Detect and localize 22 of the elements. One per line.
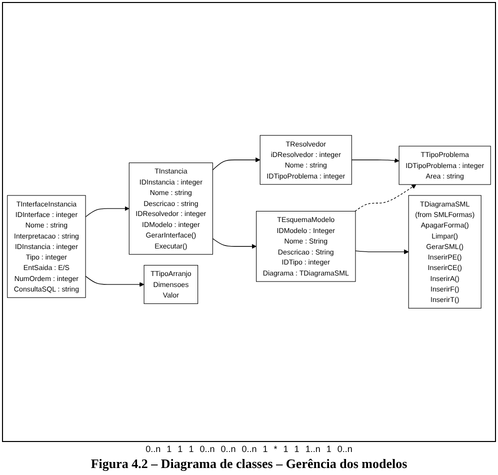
arrow	[85, 276, 144, 288]
arrow	[212, 158, 260, 170]
multiplicity-label: 0..n	[220, 444, 236, 454]
figure-caption: Figura 4.2 – Diagrama de classes – Gerência dos modelos	[90, 456, 408, 472]
arrow	[354, 184, 416, 212]
multiplicity-label: 1	[166, 444, 172, 454]
multiplicity-label: 1	[178, 444, 183, 454]
multiplicity-label: 1	[326, 444, 332, 454]
multiplicity-label: 1	[262, 444, 268, 454]
arrow	[351, 158, 400, 164]
arrow	[212, 238, 257, 249]
arrow	[355, 250, 409, 254]
multiplicity-label: 1	[283, 444, 288, 454]
multiplicity-label: 1	[294, 444, 300, 454]
multiplicity-label: 0..n	[337, 444, 352, 454]
multiplicity-label: 0..n	[242, 444, 257, 454]
arrow	[85, 206, 130, 218]
multiplicity-label: 1	[188, 444, 194, 454]
multiplicity-label: *	[274, 444, 278, 454]
multiplicity-label: 0..n	[146, 444, 161, 454]
multiplicity-label: 0..n	[200, 444, 215, 454]
multiplicity-label: 1..n	[305, 444, 320, 454]
